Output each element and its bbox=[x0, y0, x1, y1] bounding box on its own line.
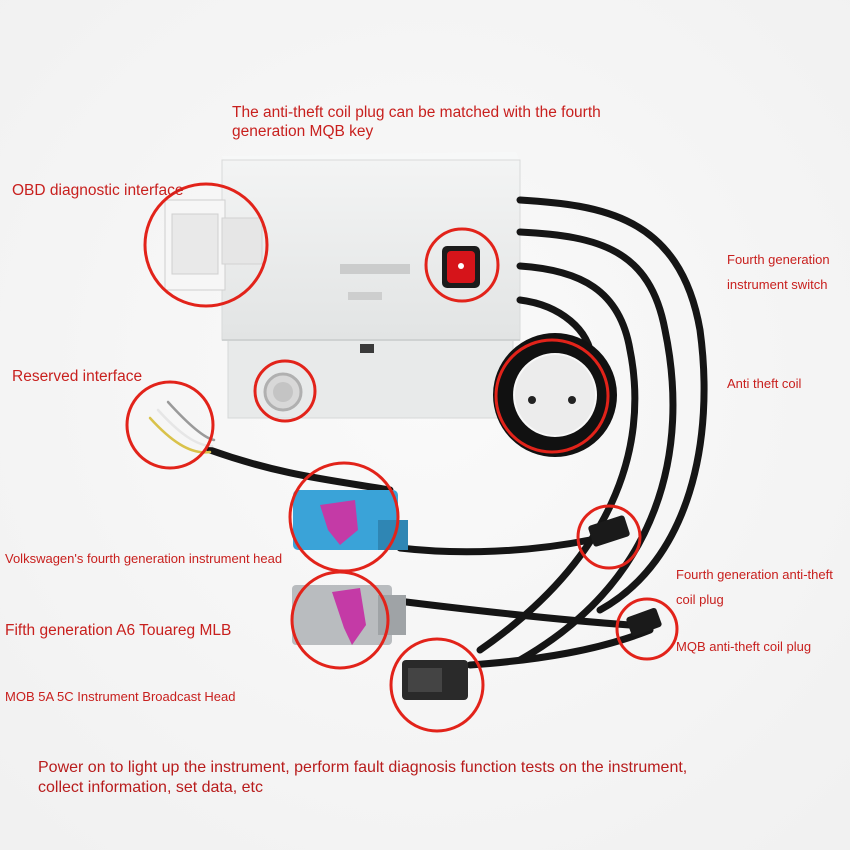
obd-highlight bbox=[143, 182, 269, 308]
fourth-plug-label: Fourth generation anti-theft coil plug bbox=[676, 562, 833, 612]
reserved-port-highlight bbox=[253, 359, 317, 423]
anti-theft-coil bbox=[493, 333, 617, 457]
top-caption-line2: generation MQB key bbox=[232, 123, 374, 141]
switch-label: Fourth generation instrument switch bbox=[727, 247, 830, 297]
power-caption-line1: Power on to light up the instrument, per… bbox=[38, 759, 688, 776]
a6-highlight bbox=[290, 570, 390, 670]
mqb-plug-highlight bbox=[615, 597, 679, 661]
mqb-plug-label: MQB anti-theft coil plug bbox=[676, 639, 812, 654]
mob-highlight bbox=[389, 637, 485, 733]
power-switch bbox=[442, 246, 480, 288]
fourth-gen-coil-plug bbox=[588, 515, 630, 547]
reserved-highlight bbox=[125, 380, 215, 470]
vw-fourth-gen-connector bbox=[293, 490, 408, 550]
mob-connector bbox=[402, 660, 468, 700]
highlight-circles bbox=[125, 182, 679, 733]
coil-highlight bbox=[494, 338, 610, 454]
top-caption: The anti-theft coil plug can be matched … bbox=[232, 103, 601, 142]
switch-label-line1: Fourth generation bbox=[727, 252, 830, 267]
cable-bundle bbox=[206, 196, 708, 669]
fourth-plug-highlight bbox=[576, 504, 642, 570]
top-caption-line1: The anti-theft coil plug can be matched … bbox=[232, 104, 601, 121]
reserved-port bbox=[263, 372, 303, 412]
mob-head-label: MOB 5A 5C Instrument Broadcast Head bbox=[5, 689, 236, 704]
a6-mlb-label: Fifth generation A6 Touareg MLB bbox=[5, 622, 232, 639]
fourth-plug-label-line1: Fourth generation anti-theft bbox=[676, 567, 833, 582]
obd-port bbox=[164, 199, 263, 291]
obd-label: OBD diagnostic interface bbox=[12, 182, 184, 199]
coil-label: Anti theft coil bbox=[727, 376, 802, 391]
power-caption-line2: collect information, set data, etc bbox=[38, 779, 263, 796]
mqb-coil-plug bbox=[626, 607, 662, 637]
switch-label-line2: instrument switch bbox=[727, 277, 828, 292]
a6-mlb-connector bbox=[292, 585, 406, 645]
switch-highlight bbox=[424, 227, 500, 303]
vw-head-label: Volkswagen's fourth generation instrumen… bbox=[5, 551, 283, 566]
fourth-plug-label-line2: coil plug bbox=[676, 592, 724, 607]
power-caption: Power on to light up the instrument, per… bbox=[38, 758, 687, 798]
reserved-label: Reserved interface bbox=[12, 368, 143, 385]
